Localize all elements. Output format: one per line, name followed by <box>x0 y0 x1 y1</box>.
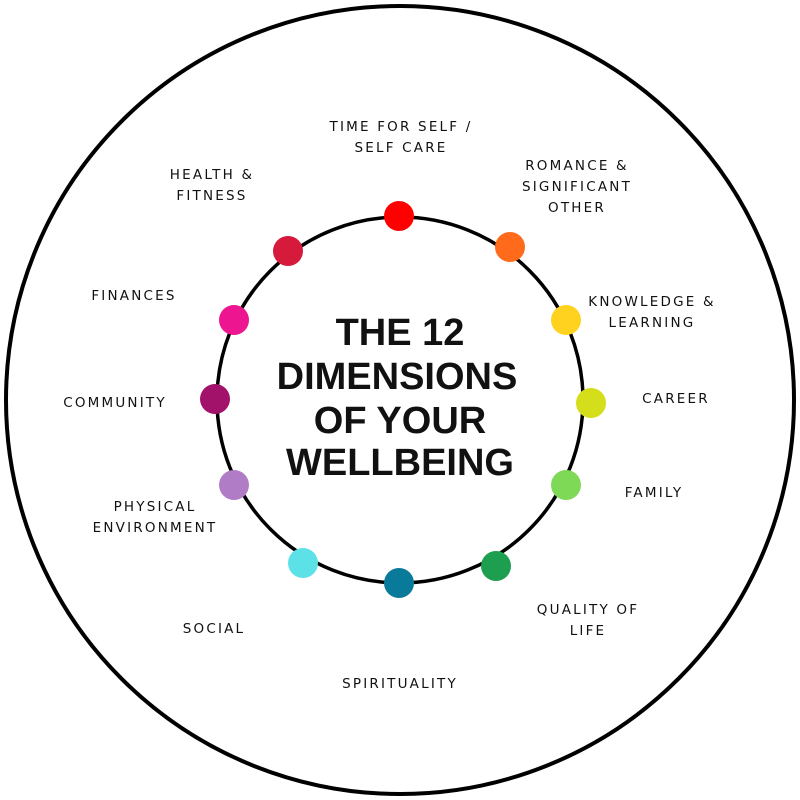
title-line-4: WELLBEING <box>286 442 514 484</box>
dot-finances <box>219 305 249 335</box>
label-finances: FINANCES <box>91 288 176 304</box>
label-line: ENVIRONMENT <box>93 520 218 536</box>
dot-career <box>576 388 606 418</box>
dot-family <box>551 470 581 500</box>
dot-romance <box>495 232 525 262</box>
title-line-1: THE 12 <box>336 312 465 354</box>
label-social: SOCIAL <box>183 621 246 637</box>
label-line: FINANCES <box>91 288 176 304</box>
label-health-fitness: HEALTH & FITNESS <box>170 167 254 204</box>
dot-community <box>200 384 230 414</box>
label-community: COMMUNITY <box>63 395 167 411</box>
label-time-for-self: TIME FOR SELF / SELF CARE <box>329 119 473 156</box>
label-knowledge: KNOWLEDGE & LEARNING <box>588 294 715 331</box>
dot-time-for-self <box>384 201 414 231</box>
label-line: LEARNING <box>609 315 696 331</box>
label-line: LIFE <box>570 623 607 639</box>
label-line: SPIRITUALITY <box>342 676 458 692</box>
label-line: FITNESS <box>176 188 247 204</box>
title-line-2: DIMENSIONS <box>277 356 518 398</box>
label-line: QUALITY OF <box>537 602 639 618</box>
label-line: CAREER <box>642 391 710 407</box>
label-line: COMMUNITY <box>63 395 167 411</box>
label-physical-environment: PHYSICAL ENVIRONMENT <box>93 499 218 536</box>
label-line: KNOWLEDGE & <box>588 294 715 310</box>
label-line: SELF CARE <box>354 140 447 156</box>
label-line: SOCIAL <box>183 621 246 637</box>
dimension-dots <box>200 201 606 598</box>
dot-quality-of-life <box>481 551 511 581</box>
title-line-3: OF YOUR <box>314 400 486 442</box>
dimension-labels: TIME FOR SELF / SELF CARE ROMANCE & SIGNIFI… <box>63 119 715 692</box>
label-line: FAMILY <box>625 485 684 501</box>
dot-physical-environment <box>219 470 249 500</box>
dot-spirituality <box>384 568 414 598</box>
label-family: FAMILY <box>625 485 684 501</box>
label-line: OTHER <box>548 200 606 216</box>
dot-knowledge <box>551 305 581 335</box>
dot-social <box>288 548 318 578</box>
label-spirituality: SPIRITUALITY <box>342 676 458 692</box>
label-romance: ROMANCE & SIGNIFICANT OTHER <box>522 158 632 216</box>
label-career: CAREER <box>642 391 710 407</box>
label-line: SIGNIFICANT <box>522 179 632 195</box>
label-line: ROMANCE & <box>525 158 629 174</box>
dot-health-fitness <box>273 236 303 266</box>
diagram-title: THE 12 DIMENSIONS OF YOUR WELLBEING <box>277 312 518 484</box>
label-line: PHYSICAL <box>114 499 197 515</box>
outer-circle <box>4 4 796 796</box>
label-line: TIME FOR SELF / <box>329 119 473 135</box>
label-quality-of-life: QUALITY OF LIFE <box>537 602 639 639</box>
label-line: HEALTH & <box>170 167 254 183</box>
